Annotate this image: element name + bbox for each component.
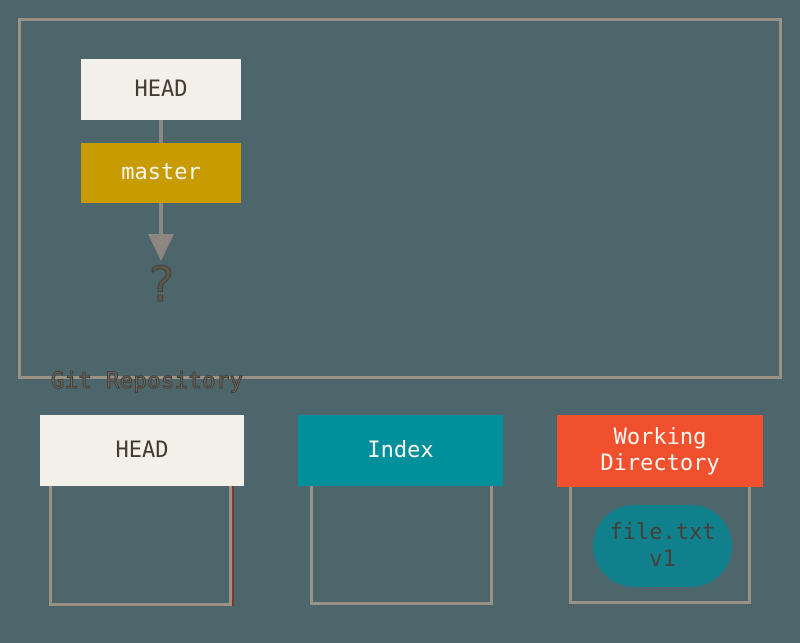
- head-area-label: HEAD: [115, 437, 169, 463]
- head-area-box: HEAD: [40, 415, 244, 486]
- working-directory-box: Working Directory: [557, 415, 763, 487]
- file-version-label: v1: [649, 547, 676, 572]
- unknown-commit-question-mark: ?: [146, 257, 176, 314]
- head-pointer-label: HEAD: [134, 76, 188, 102]
- head-pointer-box: HEAD: [81, 59, 241, 120]
- file-node: file.txt v1: [593, 505, 732, 587]
- git-repository-label: Git Repository: [50, 368, 244, 394]
- index-area-label: Index: [367, 437, 434, 463]
- head-to-master-connector-line: [159, 120, 163, 143]
- master-arrow-line: [159, 203, 163, 235]
- index-area-box: Index: [298, 415, 503, 486]
- arrow-down-icon: [148, 234, 174, 261]
- head-area-outline-red-edge: [232, 486, 234, 606]
- master-branch-box: master: [81, 143, 241, 203]
- master-branch-label: master: [121, 160, 201, 185]
- working-directory-outline: [569, 487, 751, 604]
- git-repository-container: HEAD master ? Git Repository: [18, 18, 782, 395]
- head-area-outline: [49, 486, 232, 606]
- file-name-label: file.txt: [609, 520, 716, 545]
- index-area-outline: [310, 486, 493, 605]
- working-directory-label: Working Directory: [600, 425, 720, 476]
